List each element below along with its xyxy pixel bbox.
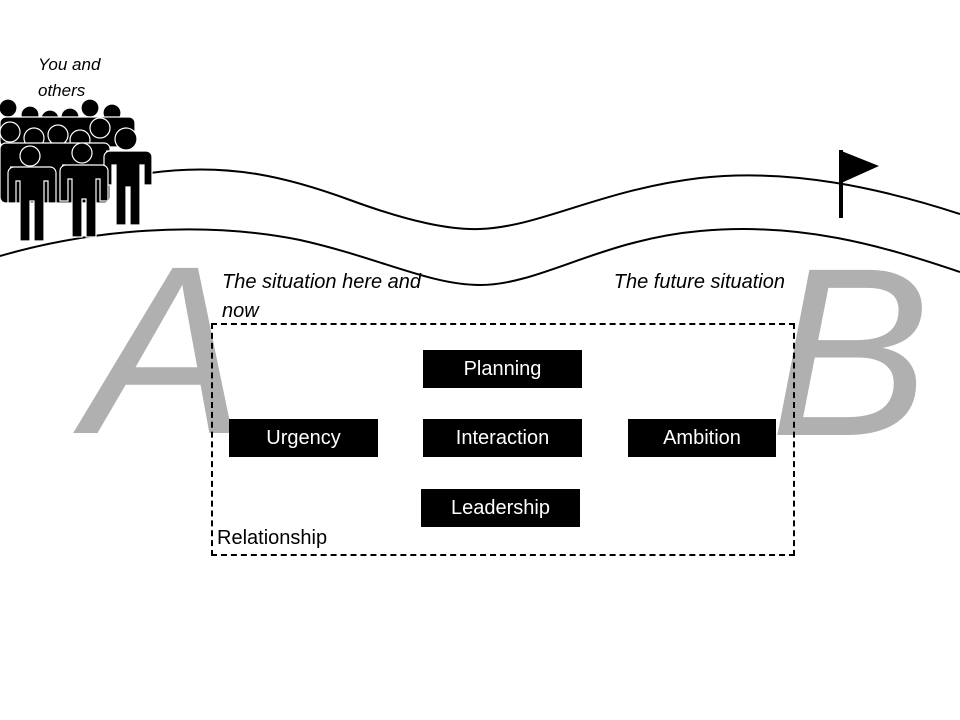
road-bottom-edge [0, 228, 960, 287]
relationship-label: Relationship [217, 527, 328, 549]
leadership-box: Leadership [421, 489, 580, 527]
road-top-edge [149, 168, 960, 231]
urgency-box: Urgency [229, 419, 378, 457]
future-situation-label: The future situation [613, 271, 785, 293]
people-crowd-icon [0, 98, 153, 242]
planning-box: Planning [423, 350, 582, 388]
flag-icon [839, 150, 879, 218]
relationship-frame [211, 323, 795, 556]
ambition-box: Ambition [628, 419, 776, 457]
current-situation-label: The situation here and now [222, 271, 422, 322]
letter-a: A [85, 216, 246, 484]
letter-b: B [770, 218, 931, 486]
interaction-box: Interaction [423, 419, 582, 457]
people-label: You and others [38, 55, 101, 100]
